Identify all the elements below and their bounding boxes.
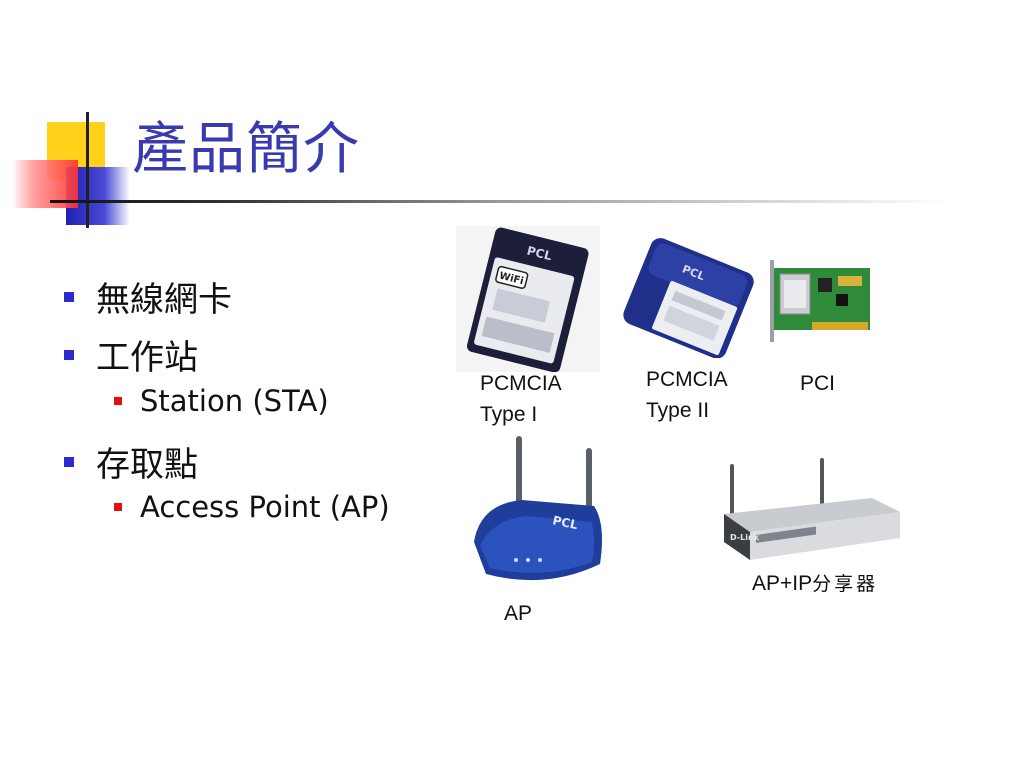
bullet-text: 存取點: [96, 445, 198, 485]
slide-title: 產品簡介: [132, 117, 360, 182]
caption-line: Type I: [480, 403, 538, 426]
decor-vertical-line: [86, 112, 89, 228]
card-logo-text: PCL: [525, 244, 553, 264]
caption-line: PCMCIA: [646, 368, 728, 391]
pci-card-image: [770, 260, 870, 342]
bullet-item: 工作站: [64, 330, 198, 379]
sub-bullet-item: Access Point (AP): [114, 490, 390, 524]
ap-logo-text: PCL: [551, 513, 579, 532]
sub-bullet-text: Access Point (AP): [140, 490, 390, 524]
router-image: D-Link: [724, 458, 900, 560]
pcmcia-type2-card-image: PCL: [623, 238, 754, 358]
pcmcia-type1-caption: PCMCIA Type I: [480, 368, 562, 430]
bullet-item: 無線網卡: [64, 272, 232, 321]
sub-bullet-item: Station (STA): [114, 384, 329, 418]
title-underline: [50, 200, 950, 203]
bullet-item: 存取點: [64, 437, 198, 486]
bullet-text: 工作站: [96, 338, 198, 378]
pci-caption: PCI: [800, 372, 836, 395]
router-caption-prefix: AP+IP: [752, 572, 813, 595]
router-caption-suffix: 分享器: [812, 573, 879, 595]
bullet-marker: [64, 349, 74, 360]
sub-bullet-marker: [114, 503, 122, 511]
caption-line: Type II: [646, 399, 710, 422]
caption-line: PCMCIA: [480, 372, 562, 395]
access-point-image: PCL: [474, 436, 602, 581]
bullet-marker: [64, 456, 74, 467]
bullet-text: 無線網卡: [96, 280, 232, 320]
bullet-marker: [64, 291, 74, 302]
pcmcia-type1-card-image: WiFi PCL: [456, 226, 600, 372]
sub-bullet-text: Station (STA): [140, 384, 329, 418]
sub-bullet-marker: [114, 397, 122, 405]
router-logo-text: D-Link: [730, 533, 760, 542]
pcmcia-type2-caption: PCMCIA Type II: [646, 364, 728, 426]
router-caption: AP+IP分享器: [752, 568, 878, 600]
ap-caption: AP: [504, 602, 533, 625]
